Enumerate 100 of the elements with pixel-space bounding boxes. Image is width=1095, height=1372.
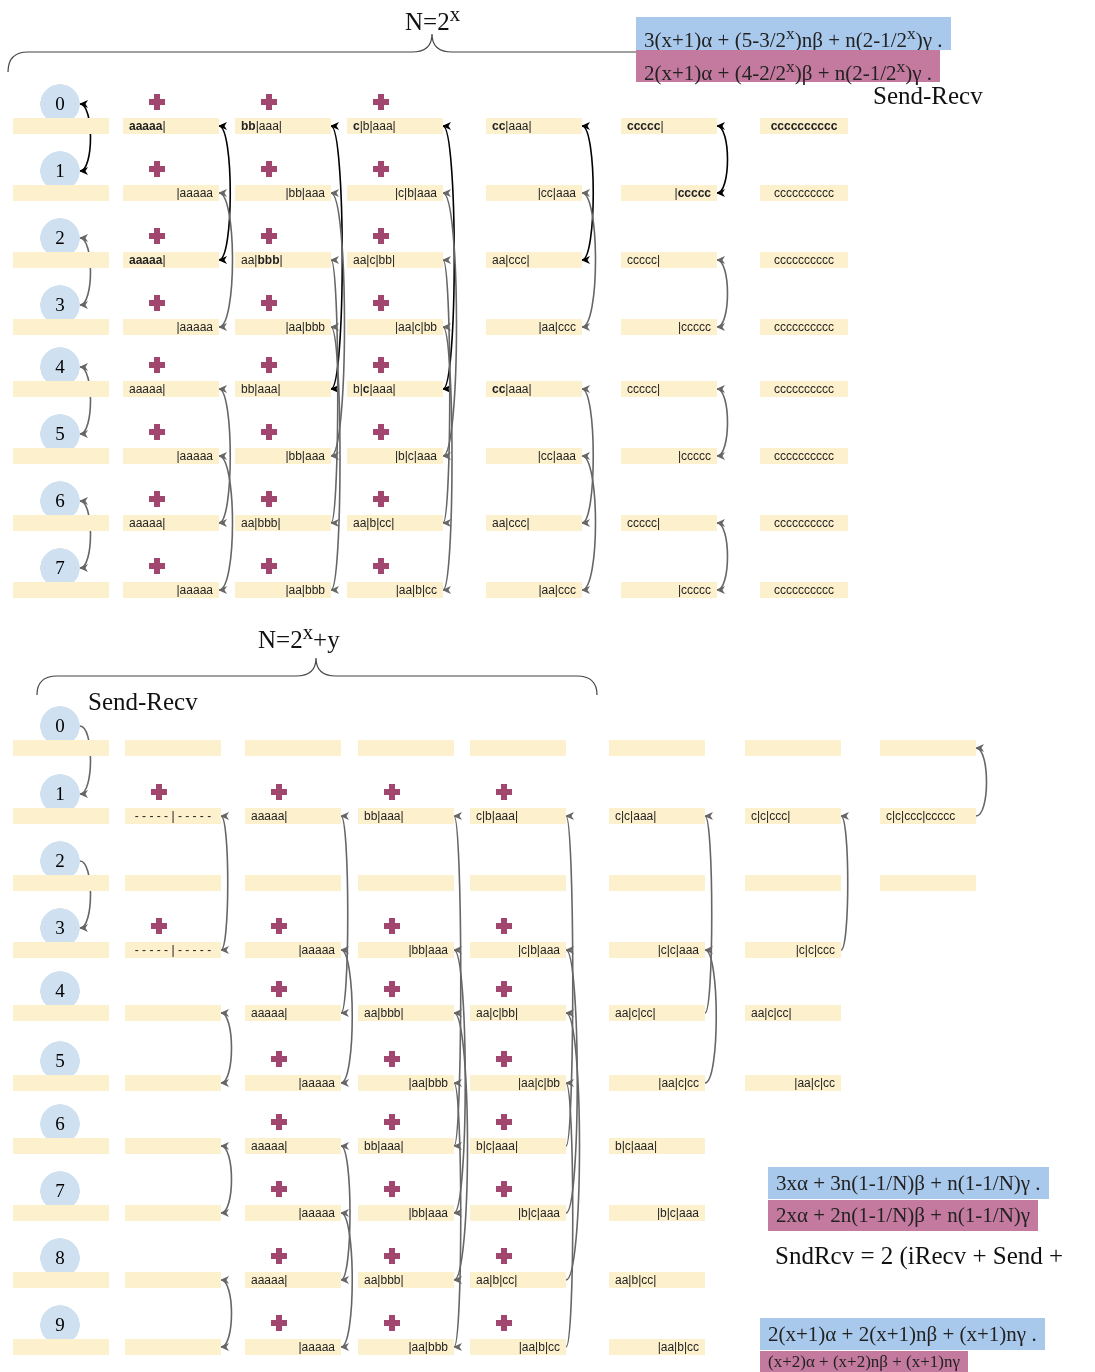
buffer-bar [245, 740, 341, 756]
buffer-bar: |aaaaa [123, 185, 219, 201]
arrow [716, 388, 729, 457]
buffer-bar: c|c|aaa| [609, 808, 705, 824]
buffer-bar: cc|aaa| [486, 381, 582, 397]
buffer-bar [745, 875, 841, 891]
buffer-bar [358, 875, 454, 891]
buffer-bar [125, 1075, 221, 1091]
buffer-bar: |cc|aaa [486, 185, 582, 201]
buffer-bar [13, 448, 109, 464]
buffer-bar [13, 252, 109, 268]
arrow [581, 455, 597, 591]
buffer-bar: c|b|aaa| [347, 118, 443, 134]
buffer-bar: - - - - - | - - - - - [125, 808, 221, 824]
arrow [220, 1279, 233, 1348]
buffer-bar: cccccccccc [760, 252, 848, 268]
arrow [330, 259, 339, 524]
buffer-bar: aaaaa| [245, 1138, 341, 1154]
buffer-bar: |aa|b|cc [609, 1339, 705, 1355]
buffer-bar: |aaaaa [245, 1205, 341, 1221]
buffer-bar [125, 1339, 221, 1355]
buffer-bar: ccccc| [621, 381, 717, 397]
buffer-bar [125, 1005, 221, 1021]
buffer-bar: |aaaaa [245, 942, 341, 958]
buffer-bar: |bb|aaa [235, 448, 331, 464]
formula-text: SndRcv = 2 (iRecv + Send + [775, 1242, 1064, 1270]
buffer-bar: |c|c|aaa [609, 942, 705, 958]
buffer-bar [880, 740, 976, 756]
arrow [453, 1082, 462, 1348]
buffer-bar: cccccccccc [760, 185, 848, 201]
buffer-bar: |aa|ccc [486, 319, 582, 335]
buffer-bar: |bb|aaa [235, 185, 331, 201]
buffer-bar: ccccc| [621, 118, 717, 134]
buffer-bar [125, 875, 221, 891]
buffer-bar: aaaaa| [123, 118, 219, 134]
buffer-bar [13, 582, 109, 598]
arrow [218, 388, 232, 524]
arrow [716, 522, 729, 591]
buffer-bar: |ccccc [621, 448, 717, 464]
arrow [704, 815, 713, 1014]
buffer-bar: cccccccccc [760, 515, 848, 531]
arrow [565, 1082, 574, 1348]
buffer-bar: aa|bbb| [235, 252, 331, 268]
buffer-bar [13, 1005, 109, 1021]
buffer-bar [609, 875, 705, 891]
buffer-bar: cccccccccc [760, 319, 848, 335]
buffer-bar: |bb|aaa [358, 942, 454, 958]
section-heading: N=2$^{x}$ [405, 2, 461, 37]
buffer-bar: aaaaa| [123, 252, 219, 268]
buffer-bar: aa|c|bb| [347, 252, 443, 268]
arrow [716, 259, 729, 328]
buffer-bar: ccccc| [621, 252, 717, 268]
buffer-bar: |aa|bbb [235, 582, 331, 598]
buffer-bar: ccccc| [621, 515, 717, 531]
buffer-bar: aa|b|cc| [609, 1272, 705, 1288]
buffer-bar: cccccccccc [760, 381, 848, 397]
formula-box: (x+2)α + (x+2)nβ + (x+1)nγ [760, 1351, 968, 1372]
buffer-bar: aa|c|cc| [609, 1005, 705, 1021]
arrow [453, 949, 467, 1214]
buffer-bar: aa|bbb| [358, 1005, 454, 1021]
formula-box: 2(x+1)α + 2(x+1)nβ + (x+1)nγ . [760, 1318, 1045, 1350]
buffer-bar: aaaaa| [123, 515, 219, 531]
method-label: Send-Recv [88, 688, 198, 716]
section-heading: N=2$^{x}$+y [258, 620, 340, 655]
buffer-bar [13, 1272, 109, 1288]
buffer-bar [125, 1138, 221, 1154]
buffer-bar: aaaaa| [245, 808, 341, 824]
buffer-bar [13, 118, 109, 134]
buffer-bar: b|c|aaa| [470, 1138, 566, 1154]
buffer-bar [13, 319, 109, 335]
buffer-bar: |bb|aaa [358, 1205, 454, 1221]
buffer-bar [13, 740, 109, 756]
buffer-bar [470, 740, 566, 756]
arrow [452, 815, 462, 1147]
buffer-bar [609, 740, 705, 756]
arrow [565, 949, 579, 1214]
arrow [704, 949, 718, 1084]
buffer-bar: cc|aaa| [486, 118, 582, 134]
buffer-bar: aaaaa| [245, 1272, 341, 1288]
buffer-bar: |c|c|ccc [745, 942, 841, 958]
arrow [218, 125, 232, 261]
buffer-bar [13, 1075, 109, 1091]
buffer-bar [13, 1205, 109, 1221]
buffer-bar: aa|b|cc| [470, 1272, 566, 1288]
buffer-bar: |c|b|aaa [347, 185, 443, 201]
buffer-bar: aa|ccc| [486, 515, 582, 531]
buffer-bar: |b|c|aaa [347, 448, 443, 464]
arrow [220, 1012, 233, 1084]
buffer-bar: bb|aaa| [358, 1138, 454, 1154]
arrow [975, 747, 988, 817]
arrow [220, 815, 230, 951]
arrow [340, 949, 354, 1084]
buffer-bar [245, 875, 341, 891]
buffer-bar: aaaaa| [123, 381, 219, 397]
buffer-bar: - - - - - | - - - - - [125, 942, 221, 958]
buffer-bar: |aa|b|cc [470, 1339, 566, 1355]
arrow [442, 259, 451, 524]
arrow [581, 125, 595, 261]
buffer-bar: |aa|c|cc [609, 1075, 705, 1091]
arrow [565, 1012, 581, 1281]
